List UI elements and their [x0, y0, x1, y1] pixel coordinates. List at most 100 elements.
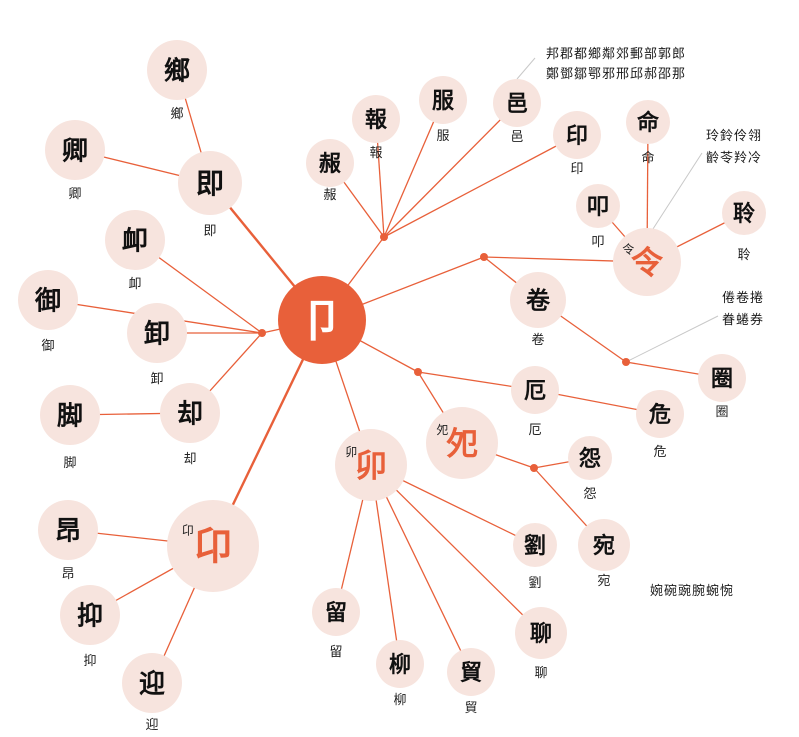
- character-nodes: 卩鄉鄉卿卿即即卹卹御御卸卸脚脚却却卬卬昂昂抑抑迎迎赧赧報報服服邑邑印印命命叩叩令…: [18, 40, 766, 733]
- edge-J_up-yi_city: [383, 102, 518, 238]
- node-bubble: [578, 519, 630, 571]
- node-bubble: [147, 40, 207, 100]
- node-glyph: 聊: [530, 621, 552, 647]
- node-label: 叩: [591, 235, 604, 250]
- leader-line-juan: [625, 315, 719, 363]
- node-label: 卷: [531, 332, 544, 348]
- node-fu: 服服: [419, 76, 467, 144]
- node-label: 卯: [345, 445, 357, 459]
- node-glyph: 卹: [122, 226, 148, 256]
- node-glyph: 昂: [55, 516, 81, 546]
- junction-dot: [530, 464, 538, 472]
- node-label: 即: [203, 224, 216, 239]
- node-label: 命: [641, 150, 654, 166]
- node-glyph: 印: [566, 123, 588, 149]
- node-liu_k: 劉劉: [513, 523, 557, 591]
- node-bubble: [178, 151, 242, 215]
- edge-J_up-fu: [383, 99, 444, 238]
- caption-juan-line2: 眷蜷券: [722, 313, 765, 328]
- node-liu_w: 柳柳: [376, 640, 424, 708]
- node-yi_city: 邑邑: [493, 79, 541, 145]
- node-bubble: [60, 585, 120, 645]
- junction-dot: [380, 233, 388, 241]
- node-label: 報: [369, 146, 382, 161]
- node-e: 厄厄: [511, 366, 559, 438]
- node-bubble: [40, 385, 100, 445]
- node-glyph: 脚: [57, 401, 83, 431]
- node-bubble: [513, 523, 557, 567]
- node-glyph: 抑: [77, 601, 103, 631]
- node-label: 服: [436, 129, 449, 144]
- node-glyph: 宛: [592, 533, 615, 559]
- node-jiao: 脚脚: [40, 385, 100, 471]
- node-glyph: 柳: [389, 652, 411, 678]
- node-bubble: [447, 648, 495, 696]
- node-glyph: 邑: [506, 91, 528, 117]
- node-label: 聊: [534, 666, 547, 681]
- node-label: 却: [183, 452, 196, 467]
- node-label: 脚: [63, 455, 76, 471]
- node-label: 卸: [150, 371, 163, 387]
- node-yuan: 夗夗: [426, 407, 498, 479]
- node-bubble: [38, 500, 98, 560]
- node-bubble: [160, 383, 220, 443]
- node-glyph: 夗: [446, 425, 478, 463]
- junction-dot: [414, 368, 422, 376]
- node-mao_t: 貿貿: [447, 648, 495, 716]
- node-label: 夗: [436, 422, 448, 437]
- node-glyph: 叩: [587, 194, 609, 220]
- node-label: 昂: [61, 567, 74, 582]
- node-bubble: [419, 76, 467, 124]
- leader-line-ling: [650, 152, 703, 233]
- node-glyph: 鄉: [164, 56, 190, 86]
- node-bao: 報報: [352, 95, 400, 161]
- node-bubble: [352, 95, 400, 143]
- junction-dot: [258, 329, 266, 337]
- node-label: 怨: [583, 487, 596, 502]
- node-bubble: [613, 228, 681, 296]
- node-bubble: [511, 366, 559, 414]
- junction-dot: [622, 358, 630, 366]
- node-label: 留: [329, 645, 342, 660]
- node-bubble: [312, 588, 360, 636]
- node-glyph: 迎: [139, 668, 165, 699]
- node-glyph: 卩: [300, 296, 344, 347]
- node-glyph: 貿: [460, 660, 482, 686]
- node-ang: 昂昂: [38, 500, 98, 582]
- node-bubble: [335, 429, 407, 501]
- junction-dots: [258, 233, 630, 472]
- node-label: 邑: [510, 130, 523, 145]
- connector-lines: [47, 57, 745, 684]
- node-glyph: 御: [34, 285, 61, 316]
- node-bubble: [122, 653, 182, 713]
- node-xiang: 鄉鄉: [147, 40, 207, 122]
- junction-dot: [480, 253, 488, 261]
- node-glyph: 卷: [526, 286, 551, 315]
- node-bubble: [515, 607, 567, 659]
- node-wan: 宛宛: [578, 519, 630, 589]
- node-mao: 卯卯: [335, 429, 407, 501]
- node-bubble: [18, 270, 78, 330]
- node-glyph: 卬: [194, 524, 232, 569]
- node-glyph: 卿: [62, 136, 88, 166]
- node-bubble: [105, 210, 165, 270]
- node-bubble: [636, 390, 684, 438]
- node-yuan_h: 怨怨: [568, 436, 612, 502]
- node-glyph: 圈: [711, 366, 733, 392]
- node-bubble: [576, 184, 620, 228]
- node-fu_bao: 赧赧: [306, 139, 354, 203]
- node-glyph: 即: [196, 167, 224, 200]
- caption-ling-line1: 玲鈴伶翎: [706, 129, 763, 144]
- node-ji: 即即: [178, 151, 242, 239]
- node-quan: 圈圈: [698, 354, 746, 420]
- node-label: 鄉: [170, 106, 183, 122]
- node-label: 抑: [83, 654, 96, 669]
- node-label: 卹: [128, 277, 141, 292]
- node-label: 危: [653, 445, 666, 460]
- node-glyph: 留: [325, 600, 347, 626]
- node-label: 令: [622, 242, 634, 257]
- node-label: 赧: [323, 188, 336, 203]
- node-label: 劉: [528, 576, 541, 591]
- node-label: 圈: [715, 405, 728, 420]
